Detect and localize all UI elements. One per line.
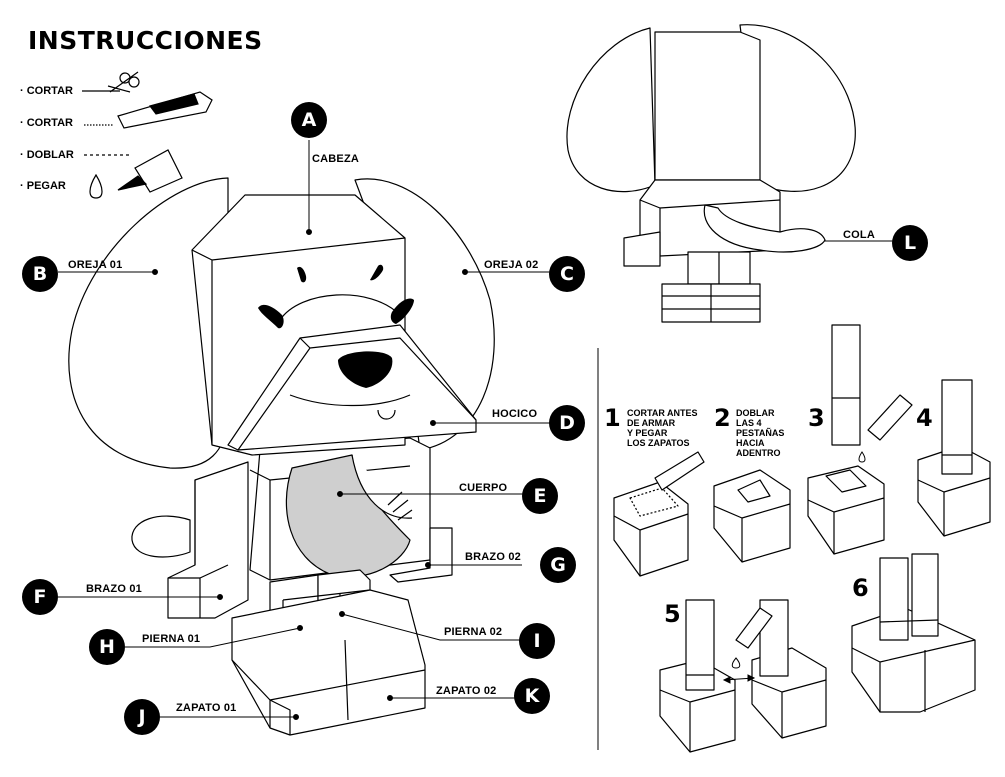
legend-item-glue: · PEGAR [20,180,66,192]
label-pierna-01: PIERNA 01 [142,633,201,645]
label-cuerpo: CUERPO [459,482,508,494]
label-hocico: HOCICO [492,408,538,420]
legend-bullet: · [20,149,24,161]
badge-a: A [291,102,327,138]
label-cola: COLA [843,229,875,241]
badge-g: G [540,547,576,583]
label-brazo-01: BRAZO 01 [86,583,142,595]
back-ear-right [739,24,856,192]
legend-label: DOBLAR [26,149,74,161]
legend-item-cut-knife: · CORTAR [20,117,73,129]
label-zapato-01: ZAPATO 01 [176,702,237,714]
drop-icon [89,173,103,199]
scissors-icon [107,71,140,93]
badge-i: I [519,623,555,659]
badge-e: E [522,478,558,514]
badge-h: H [89,629,125,665]
step-2-number: 2 [714,404,731,432]
glue-bottle-icon [117,149,183,193]
page-title: INSTRUCCIONES [28,26,263,55]
legend-item-cut-scissors: · CORTAR [20,85,73,97]
step-1-number: 1 [604,404,621,432]
badge-k: K [514,678,550,714]
ear-right-shape [354,178,495,451]
legend-item-fold: · DOBLAR [20,149,74,161]
legend-bullet: · [20,180,24,192]
label-cabeza: CABEZA [312,153,360,165]
badge-b: B [22,256,58,292]
label-pierna-02: PIERNA 02 [444,626,503,638]
badge-l: L [892,225,928,261]
legend-bullet: · [20,117,24,129]
badge-d: D [549,405,585,441]
legend-label: CORTAR [26,85,73,97]
step-2-text: DOBLAR LAS 4 PESTAÑAS HACIA ADENTRO [736,408,785,458]
eye-left-icon [258,304,284,329]
step-6-number: 6 [852,574,869,602]
label-oreja-01: OREJA 01 [68,259,123,271]
back-tail [703,204,826,253]
tail-shape [131,515,191,558]
ear-left-shape [68,177,229,469]
badge-j: J [124,699,160,735]
label-brazo-02: BRAZO 02 [465,551,521,563]
eye-right-icon [390,298,414,324]
legend-label: CORTAR [26,117,73,129]
arm-right-block [389,527,453,583]
brow-left-icon [297,266,307,283]
step-3-number: 3 [808,404,825,432]
back-ear-left [566,27,656,193]
label-zapato-02: ZAPATO 02 [436,685,497,697]
arm-left-block [167,461,249,619]
badge-f: F [22,579,58,615]
label-oreja-02: OREJA 02 [484,259,539,271]
shoe-block [231,589,426,736]
step-5-number: 5 [664,600,681,628]
step-1-text: CORTAR ANTES DE ARMAR Y PEGAR LOS ZAPATO… [627,408,698,448]
utility-knife-icon [117,91,213,129]
back-head [654,31,761,181]
legend-label: PEGAR [26,180,66,192]
brow-right-icon [370,264,384,281]
legend-bullet: · [20,85,24,97]
badge-c: C [549,256,585,292]
step-4-number: 4 [916,404,933,432]
nose-icon [338,351,393,388]
